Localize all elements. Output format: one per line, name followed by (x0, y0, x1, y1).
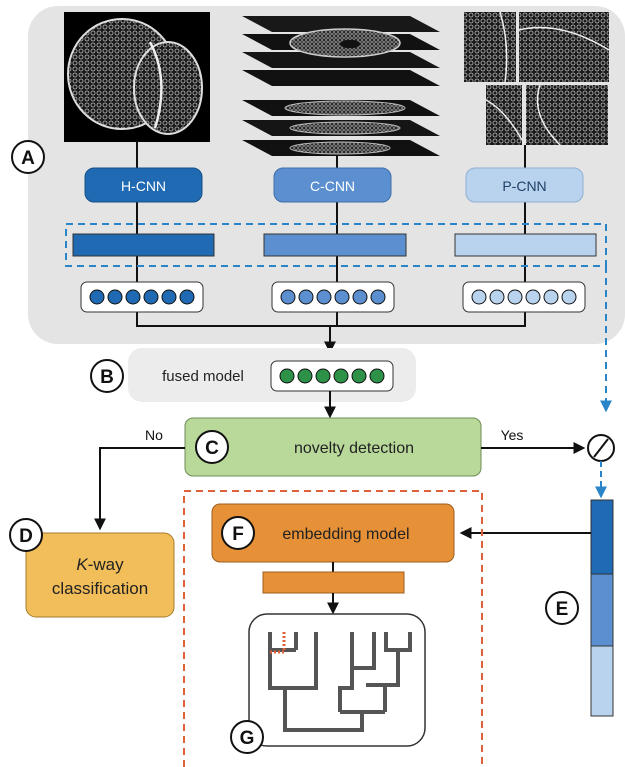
fused-embedding-dots (270, 360, 394, 392)
k-way-classification-box (25, 532, 175, 618)
p-feature-bar (454, 233, 597, 257)
embedding-model-label: embedding model (282, 526, 409, 543)
c-embedding-dots (271, 281, 395, 313)
c-pollen-slices (242, 16, 440, 156)
k-way-label: K-way (76, 555, 124, 574)
h-feature-bar (72, 233, 215, 257)
phylogeny-tree (268, 632, 412, 732)
h-pollen-image (64, 12, 210, 142)
p-pollen-patches (464, 11, 610, 146)
svg-text:D: D (19, 526, 33, 547)
label-a: A (11, 140, 45, 174)
svg-text:E: E (556, 599, 569, 620)
h-embedding-dots (80, 281, 204, 313)
label-g: G (230, 720, 264, 754)
embedding-region-dashed-box (183, 490, 483, 767)
c-cnn-label: C-CNN (310, 178, 355, 194)
p-embedding-dots (462, 281, 586, 313)
p-cnn-label: P-CNN (502, 178, 546, 194)
classification-label: classification (52, 579, 148, 598)
yes-branch-label: Yes (501, 427, 524, 443)
label-c: C (195, 430, 229, 464)
split-operator-icon (587, 434, 615, 462)
embedding-feature-bar (262, 571, 405, 594)
svg-text:C: C (205, 438, 219, 459)
no-branch-arrow (94, 447, 185, 531)
label-e: E (545, 591, 579, 625)
svg-text:B: B (100, 367, 114, 388)
svg-text:F: F (232, 524, 244, 545)
feature-selection-dashed-box (65, 223, 607, 267)
concatenated-feature-vector (590, 499, 614, 717)
svg-text:G: G (240, 728, 255, 749)
fused-model-label: fused model (162, 368, 244, 385)
c-cnn-box: C-CNN (273, 167, 392, 203)
label-d: D (9, 518, 43, 552)
h-cnn-label: H-CNN (121, 178, 166, 194)
label-b: B (90, 359, 124, 393)
h-cnn-box: H-CNN (84, 167, 203, 203)
p-cnn-box: P-CNN (465, 167, 584, 203)
c-feature-bar (263, 233, 407, 257)
novelty-detection-label: novelty detection (294, 440, 414, 457)
no-branch-label: No (145, 427, 163, 443)
label-f: F (221, 516, 255, 550)
svg-text:A: A (21, 148, 35, 169)
